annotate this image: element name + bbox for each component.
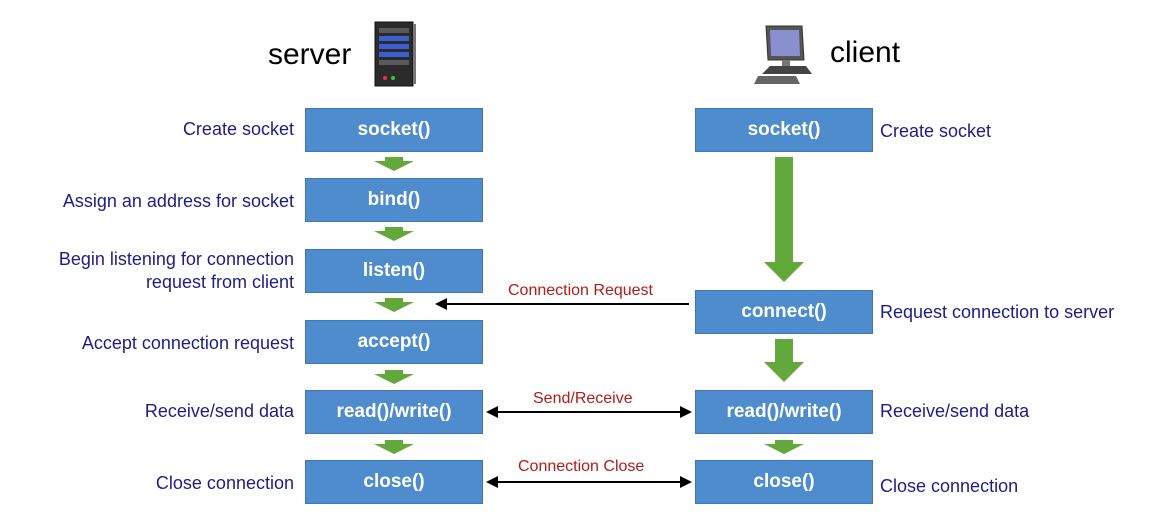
client-close-label: Close connection: [880, 476, 1019, 496]
connection-close-label: Connection Close: [518, 458, 645, 475]
server-tower-icon: [374, 21, 416, 87]
flow-arrow: [374, 227, 414, 241]
flow-arrow: [764, 157, 804, 282]
server-title: server: [268, 38, 352, 71]
flow-arrow: [374, 440, 414, 454]
send-receive-label: Send/Receive: [533, 390, 633, 407]
server-listen-box: listen(): [305, 249, 483, 293]
flow-arrow: [374, 157, 414, 171]
client-title: client: [830, 36, 901, 69]
server-accept-label: Accept connection request: [81, 333, 294, 353]
flow-arrow: [764, 339, 804, 382]
flow-arrow: [374, 370, 414, 384]
server-socket-label: Create socket: [182, 119, 294, 139]
client-connect-box: connect(): [695, 290, 873, 334]
server-close-box: close(): [305, 460, 483, 504]
desktop-computer-icon: [754, 25, 812, 84]
flow-arrow: [374, 298, 414, 312]
server-bind-label: Assign an address for socket: [62, 191, 294, 211]
server-listen-label-line2: request from client: [145, 272, 294, 292]
client-close-box: close(): [695, 460, 873, 504]
client-read-write-label: Receive/send data: [880, 401, 1030, 421]
client-socket-label: Create socket: [880, 121, 992, 141]
server-accept-box: accept(): [305, 320, 483, 364]
server-close-label: Close connection: [155, 473, 294, 493]
client-read-write-box: read()/write(): [695, 390, 873, 434]
flow-arrow: [764, 440, 804, 454]
client-socket-box: socket(): [695, 108, 873, 152]
server-bind-box: bind(): [305, 178, 483, 222]
server-read-write-label: Receive/send data: [144, 401, 294, 421]
server-read-write-box: read()/write(): [305, 390, 483, 434]
server-listen-label: Begin listening for connection: [58, 249, 294, 269]
client-connect-label: Request connection to server: [880, 302, 1115, 322]
connection-request-label: Connection Request: [508, 282, 653, 299]
server-socket-box: socket(): [305, 108, 483, 152]
